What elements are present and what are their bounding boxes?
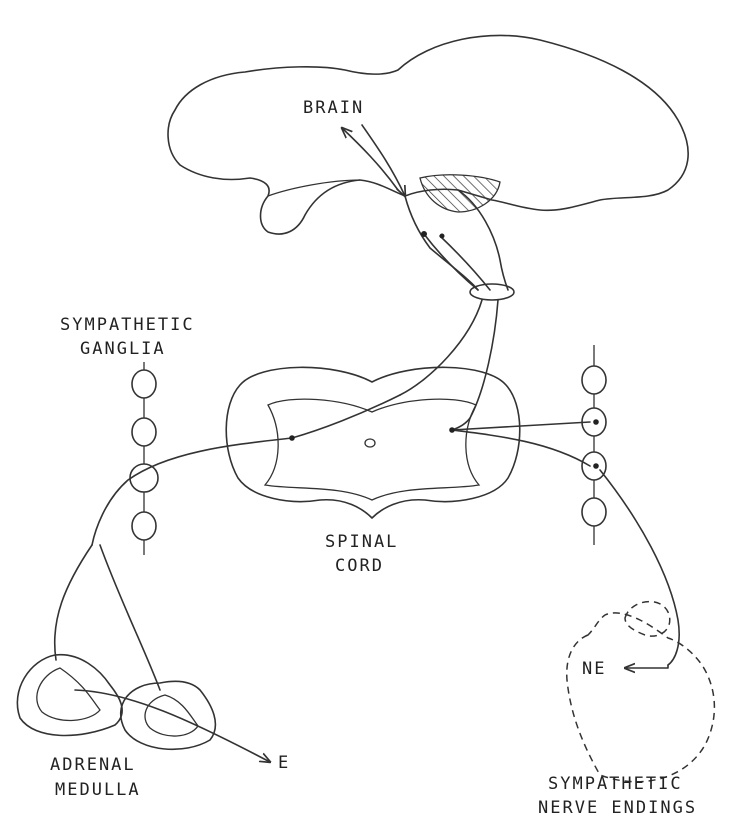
nerve-ending-varicosity — [625, 602, 670, 637]
left-ganglion-3 — [130, 464, 158, 492]
spinal-cord-label-line1: SPINAL — [325, 532, 398, 552]
adrenal-nerve-outer — [55, 545, 92, 660]
spinal-cord-outline — [226, 367, 520, 518]
left-preganglionic-neuron-body — [289, 435, 295, 441]
adrenal-gland-inner-left — [37, 668, 100, 720]
left-ganglion-2 — [132, 418, 156, 446]
right-sympathetic-ganglia — [582, 345, 606, 545]
central-canal — [365, 439, 375, 447]
descending-tract-left — [400, 300, 482, 395]
pathway-arrow-down — [362, 125, 405, 196]
sympathetic-ganglia-label-line1: SYMPATHETIC — [60, 315, 195, 335]
nerve-endings-label-line1: SYMPATHETIC — [548, 774, 683, 794]
epinephrine-release-arrow — [75, 690, 270, 762]
norepinephrine-release-arrow — [625, 665, 668, 668]
spinal-cord: SPINAL CORD — [226, 367, 520, 576]
right-ganglion-4 — [582, 498, 606, 526]
adrenal-nerve-inner — [100, 545, 160, 690]
spinal-cord-gray-matter — [265, 399, 479, 500]
right-ganglion-1 — [582, 366, 606, 394]
brain-label: BRAIN — [303, 98, 364, 118]
postganglionic-fiber — [600, 470, 679, 665]
brain-outline — [168, 35, 688, 234]
norepinephrine-label: NE — [582, 659, 606, 679]
right-preganglionic-fiber — [452, 422, 590, 466]
adrenal-gland-outer-left — [17, 655, 122, 736]
nerve-endings-label-line2: NERVE ENDINGS — [538, 798, 697, 818]
adrenal-medulla-label-line2: MEDULLA — [55, 780, 141, 800]
brainstem-neuron-body-2 — [440, 234, 445, 239]
brain: BRAIN — [168, 35, 688, 300]
left-ganglion-1 — [132, 370, 156, 398]
sympathetic-nerve-endings: NE SYMPATHETIC NERVE ENDINGS — [538, 602, 714, 818]
left-sympathetic-ganglia: SYMPATHETIC GANGLIA — [60, 315, 195, 555]
epinephrine-label: E — [278, 753, 290, 773]
cerebellum-hatched — [420, 175, 500, 212]
target-organ-outline — [567, 613, 715, 782]
right-ganglion-neuron-3 — [593, 463, 599, 469]
adrenal-medulla-label-line1: ADRENAL — [50, 755, 136, 775]
right-ganglion-neuron-2 — [593, 419, 599, 425]
sympathetic-ganglia-label-line2: GANGLIA — [80, 339, 166, 359]
right-preganglionic-neuron-body — [449, 427, 455, 433]
adrenal-gland-outer-right — [121, 681, 216, 749]
medulla-oblongata-section — [470, 284, 514, 300]
spinal-cord-label-line2: CORD — [335, 556, 384, 576]
brainstem-neuron-body — [421, 231, 427, 237]
left-ganglion-4 — [132, 512, 156, 540]
adrenal-gland-inner-right — [145, 695, 198, 736]
